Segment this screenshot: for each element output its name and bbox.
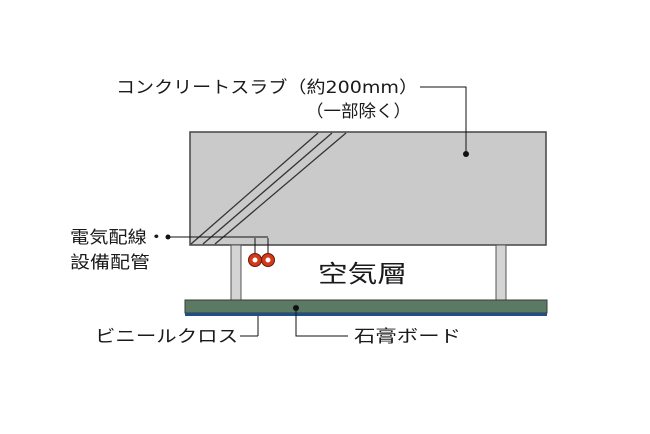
slab-label-line1: コンクリートスラブ（約200mm）	[116, 77, 418, 98]
slab-label-line2: （一部除く）	[306, 102, 411, 122]
vinyl-cloth-label: ビニールクロス	[95, 327, 238, 347]
support-post-right	[495, 244, 507, 301]
air-layer-label: 空気層	[318, 260, 407, 288]
wiring-label-line1: 電気配線・	[70, 228, 166, 248]
vinyl-cloth-layer	[185, 313, 547, 316]
gypsum-board	[184, 299, 548, 314]
wiring-leader-dot	[165, 234, 171, 240]
wiring-label-line2: 設備配管	[70, 253, 150, 273]
gypsum-leader	[295, 308, 348, 337]
slab-leader-dot	[463, 151, 469, 157]
wiring-pipes	[248, 238, 275, 267]
slab-hatch-lines	[190, 132, 347, 245]
concrete-slab	[189, 131, 547, 246]
gypsum-leader-dot	[293, 305, 299, 311]
support-post-left	[230, 244, 242, 301]
gypsum-board-label: 石膏ボード	[354, 326, 461, 347]
slab-leader	[420, 86, 467, 154]
vinyl-leader	[240, 316, 259, 337]
